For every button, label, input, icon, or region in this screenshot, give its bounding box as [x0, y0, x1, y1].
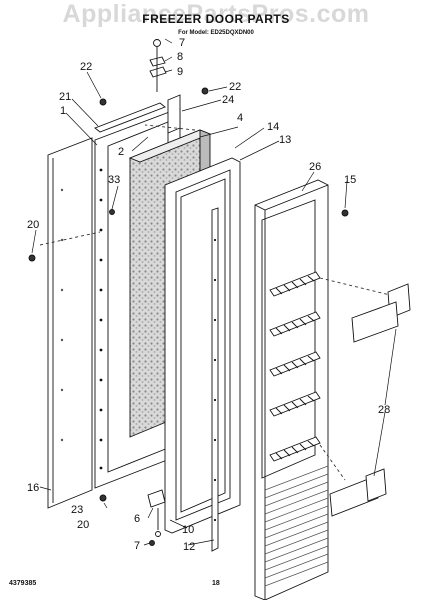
- document-number: 4379385: [9, 580, 37, 587]
- callout-21: 21: [59, 91, 71, 103]
- outer-door-panel: [47, 137, 93, 509]
- callout-4: 4: [237, 112, 243, 124]
- callout-15: 15: [344, 174, 356, 186]
- callout-28: 28: [378, 404, 390, 416]
- callout-6: 6: [134, 513, 140, 525]
- callout-10: 10: [182, 524, 194, 536]
- page-title: FREEZER DOOR PARTS: [142, 12, 290, 26]
- callout-26: 26: [309, 161, 321, 173]
- shelf-bins: [329, 283, 411, 517]
- callout-20-bottom: 20: [77, 519, 89, 531]
- callout-24: 24: [222, 94, 234, 106]
- page-number: 18: [212, 580, 220, 587]
- door-gasket: [164, 157, 241, 534]
- watermark: AppliancePartsPros.com: [62, 0, 370, 28]
- callout-22-left: 22: [80, 61, 92, 73]
- callout-22-right: 22: [229, 81, 241, 93]
- model-subtitle: For Model: ED25DQXDN00: [178, 30, 254, 36]
- callout-14: 14: [267, 121, 279, 133]
- callout-23: 23: [71, 504, 83, 516]
- callout-9: 9: [177, 66, 183, 78]
- hinge-channel: [167, 94, 181, 134]
- callout-8: 8: [177, 51, 183, 63]
- callout-20-left: 20: [27, 219, 39, 231]
- top-door-bracket: [94, 102, 166, 133]
- callout-7-bottom: 7: [134, 540, 140, 552]
- bottom-hinge-parts: [147, 489, 166, 537]
- top-hinge-parts: [149, 39, 167, 92]
- callout-7-top: 7: [179, 37, 185, 49]
- inner-door-liner: [254, 179, 329, 600]
- liner-strip: [211, 207, 219, 552]
- callout-12: 12: [183, 541, 195, 553]
- callout-13: 13: [279, 134, 291, 146]
- callout-33: 33: [108, 174, 120, 186]
- callout-16: 16: [27, 482, 39, 494]
- callout-1: 1: [60, 105, 66, 117]
- callout-2: 2: [118, 146, 124, 158]
